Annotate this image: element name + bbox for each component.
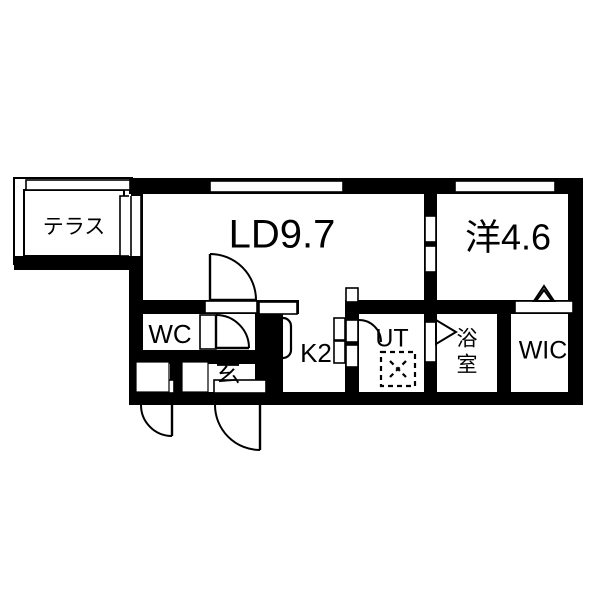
storage-cell-right <box>181 361 209 393</box>
bath-door-slot <box>424 321 437 363</box>
window-ld <box>209 180 344 193</box>
wic-door-opening <box>514 300 574 314</box>
kitchen-slot-upper <box>333 317 346 341</box>
western-room-door-slot-lower <box>424 245 437 273</box>
label-genkan: 玄 <box>215 360 240 388</box>
north-windows <box>25 179 556 193</box>
toilet-bowl-icon <box>263 316 293 360</box>
door-swings <box>140 253 382 451</box>
ld-door-arc <box>209 253 257 301</box>
storage-cell-left <box>135 361 170 393</box>
door-direction-markers <box>435 284 556 346</box>
western-room-door-slot-upper <box>424 215 437 243</box>
ut-door-arc <box>358 319 382 343</box>
label-ld: LD9.7 <box>229 213 336 257</box>
bath-door-triangle <box>435 318 458 346</box>
entrance-door-opening <box>213 379 267 394</box>
storage-door-arc <box>140 404 173 437</box>
washing-machine-cross <box>389 360 407 378</box>
window-western <box>454 180 556 193</box>
label-kitchen: K2 <box>300 338 332 368</box>
ut-door-slot-lower <box>345 344 359 368</box>
label-terrace: テラス <box>43 216 106 239</box>
kitchen-slot-lower <box>333 340 346 364</box>
label-western-room: 洋4.6 <box>465 217 551 258</box>
ld-door-opening <box>204 300 258 314</box>
wc-door-opening <box>199 314 217 350</box>
label-ut: UT <box>375 325 408 353</box>
wc-door-arc <box>215 314 250 349</box>
kitchen-counter-band <box>258 301 298 315</box>
window-terrace <box>25 179 131 191</box>
washing-machine-outline <box>379 350 417 388</box>
label-bath-line2: 室 <box>457 354 478 377</box>
entrance-door-arc <box>214 404 261 451</box>
fixtures <box>258 301 417 388</box>
kitchen-top-slot <box>345 287 359 303</box>
label-bath-line1: 浴 <box>457 328 478 351</box>
label-wc: WC <box>148 319 191 349</box>
wic-door-triangle-inner <box>534 288 554 302</box>
label-wic: WIC <box>519 337 568 365</box>
sliding-door-terrace-edge <box>129 194 131 256</box>
ut-door-slot-upper <box>345 319 359 343</box>
lower-left-cells <box>135 361 209 393</box>
sliding-door-terrace-gap <box>131 196 141 256</box>
